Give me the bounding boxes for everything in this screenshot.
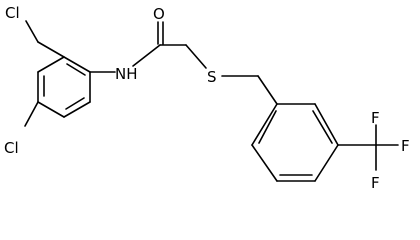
ring-double-bond xyxy=(312,110,333,144)
nitrogen-carbonyl-bond xyxy=(132,44,161,67)
ring-double-bond xyxy=(66,63,86,76)
ring-double-bond xyxy=(65,97,85,110)
methylene-aryl-bond xyxy=(257,75,278,105)
ring-bond xyxy=(314,103,339,146)
ring-bond xyxy=(63,56,91,73)
chlorine-bond xyxy=(24,101,39,127)
ring-double-bond xyxy=(258,110,277,144)
ring-bond xyxy=(251,144,278,182)
ring-bond xyxy=(37,41,65,58)
fluorine-top-label: F xyxy=(371,109,380,127)
chlorine-bond xyxy=(25,20,39,43)
ring-bond xyxy=(37,101,65,118)
amide-nh-label: NH xyxy=(115,65,138,83)
thioether-sulfur-label: S xyxy=(207,68,217,86)
chemical-structure-diagram: Cl Cl NH O S F F F xyxy=(4,4,410,192)
ring-bond xyxy=(314,144,339,182)
carbonyl-oxygen-label: O xyxy=(153,5,165,23)
dichlorophenyl-ring xyxy=(37,41,91,118)
methylene-sulfur-bond xyxy=(185,44,207,69)
fluorine-bottom-label: F xyxy=(371,174,380,192)
ring-bond xyxy=(251,103,278,146)
ring-bond xyxy=(37,56,65,73)
fluorine-right-label: F xyxy=(401,137,410,155)
ring-bond xyxy=(63,101,91,118)
trifluoromethylphenyl-ring xyxy=(251,103,339,182)
chlorine-bottom-label: Cl xyxy=(4,139,19,157)
chlorine-top-label: Cl xyxy=(5,4,20,22)
